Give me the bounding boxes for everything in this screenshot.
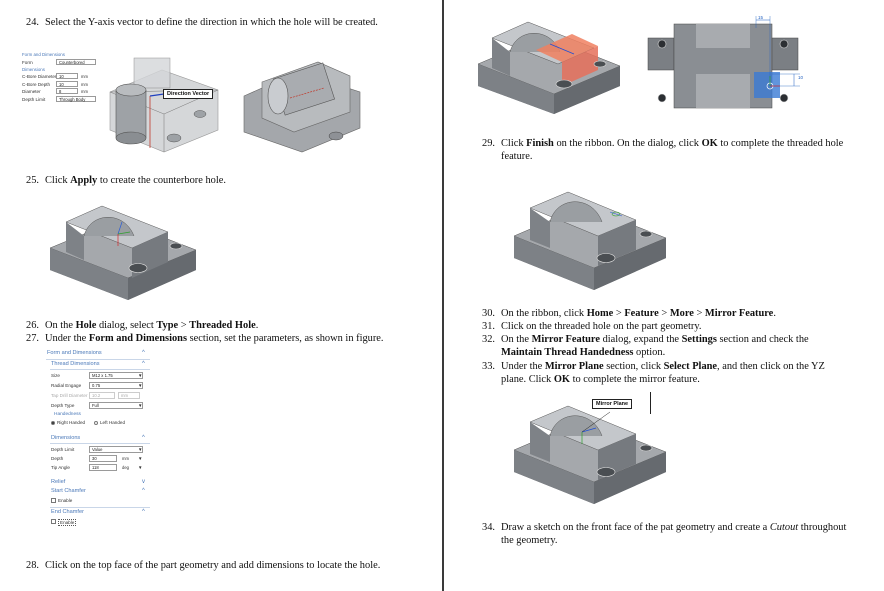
dimension-row-field[interactable]: 8 [56,88,78,94]
hole [128,263,148,273]
depth-limit-label: Depth Limit [51,447,75,452]
collapse-icon[interactable]: ^ [142,350,145,356]
start-chamfer-enable-checkbox[interactable] [51,498,56,503]
enable-label: Enable [58,498,73,503]
collapse-icon[interactable]: ^ [142,509,145,515]
part-body [49,205,197,300]
tip-angle-field[interactable]: 118 [89,464,117,471]
page-divider [442,0,444,591]
form-select[interactable]: Counterbored [56,59,96,65]
step-27: 27.Under the Form and Dimensions section… [26,333,384,344]
direction-vector-label: Direction Vector [163,89,214,99]
mirror-plane-label: Mirror Plane [592,399,633,409]
step-29: 29.Click Finish on the ribbon. On the di… [482,138,844,162]
depth-type-select[interactable]: Full [89,402,143,409]
figure-24a-direction-vector [109,57,219,153]
step-26: 26.On the Hole dialog, select Type > Thr… [26,320,259,331]
form-dimensions-panel-small: Form and Dimensions Form Counterbored Di… [20,52,98,110]
depth-field[interactable]: 30 [89,455,117,462]
dimension-value[interactable]: 10 [798,75,804,80]
depth-type-label: Depth Type [51,403,75,408]
step-31: 31.Click on the threaded hole on the par… [482,321,702,332]
dropdown-caret-icon[interactable]: ▼ [138,403,143,408]
radial-engage-select[interactable]: 0.75 [89,382,143,389]
dimension-row-field[interactable]: 10 [56,73,78,79]
dimension-row-label: Diameter [22,89,41,94]
y-axis-vector[interactable] [149,93,165,97]
figure-28-top-view-dimensions [647,16,800,109]
collapse-icon[interactable]: ^ [142,435,145,441]
radial-engage-label: Radial Engage [51,383,82,388]
size-label: Size [51,373,60,378]
cylinder-preview [267,62,335,116]
depth-label: Depth [51,456,64,461]
tip-angle-unit[interactable]: deg [122,465,129,470]
step-32: 32.On the Mirror Feature dialog, expand … [482,334,809,358]
selected-face[interactable] [536,34,598,62]
dimensions-head: Dimensions [22,67,45,72]
dropdown-caret-icon[interactable]: ▼ [138,465,143,470]
dimension-value[interactable]: 15 [758,15,764,20]
dimension-row-field[interactable]: Through Body [56,95,96,102]
depth-limit-select[interactable]: Value [89,446,143,453]
step-30: 30.On the ribbon, click Home > Feature >… [482,308,776,319]
dropdown-caret-icon[interactable]: ▼ [138,447,143,452]
right-handed-label: Right Handed [57,420,86,425]
right-handed-radio[interactable] [51,421,55,425]
tap-drill-unit[interactable]: mm [118,392,140,399]
step-28: 28.Click on the top face of the part geo… [26,560,381,571]
figure-25-counterbore-part [49,205,197,300]
dropdown-caret-icon[interactable]: ▼ [138,373,143,378]
relief-head[interactable]: Relief [51,479,66,485]
expand-icon[interactable]: v [142,479,145,485]
handedness-head: Handedness [54,412,81,417]
dimension-row-unit[interactable]: mm [81,74,88,79]
dimensions-head: Dimensions [51,435,81,441]
step-24: 24.Select the Y-axis vector to define th… [26,17,378,28]
thread-form-dimensions-panel: Form and Dimensions ^ Thread Dimensions … [46,349,150,529]
dimension-row-field[interactable]: 10 [56,80,78,87]
start-chamfer-head: Start Chamfer [51,488,86,494]
figure-33-mirror-plane [513,405,667,504]
step-34: 34.Draw a sketch on the front face of th… [482,522,847,546]
threaded-hole[interactable] [611,211,621,217]
left-handed-label: Left Handed [100,420,126,425]
thread-panel-title: Form and Dimensions [47,350,102,356]
step-25: 25.Click Apply to create the counterbore… [26,175,226,186]
dimension-row-label: C-Bore Diameter [22,74,57,79]
collapse-icon[interactable]: ^ [142,361,145,367]
tap-drill-label: Tap Drill Diameter [51,393,88,398]
dropdown-caret-icon[interactable]: ▼ [138,456,143,461]
tap-drill-field[interactable]: 10.2 [89,392,115,399]
dimension-row-label: Depth Limit [22,96,46,102]
size-select[interactable]: M12 x 1.75 [89,372,143,379]
counterbore-cylinder [115,83,147,145]
enable-label: Enable [58,519,77,526]
dimension-row-unit[interactable]: mm [81,89,88,94]
thread-dimensions-head: Thread Dimensions [51,361,100,367]
end-chamfer-head: End Chamfer [51,509,84,515]
step-33: 33.Under the Mirror Plane section, click… [482,361,825,385]
form-label: Form [22,60,33,65]
dimension-row-unit[interactable]: mm [81,81,88,87]
depth-unit[interactable]: mm [122,456,129,461]
dropdown-caret-icon[interactable]: ▼ [138,383,143,388]
collapse-icon[interactable]: ^ [142,488,145,494]
figure-28-part-with-sketch [477,21,621,114]
end-chamfer-enable-checkbox[interactable] [51,519,56,524]
right-page: 15 10 29.Click Finish on the ribbon. On … [444,0,884,591]
panel-title: Form and Dimensions [22,52,65,57]
left-page: 24.Select the Y-axis vector to define th… [20,17,384,571]
figure-24b-preview [243,61,361,153]
mirror-plane-leader [581,411,611,433]
left-handed-radio[interactable] [94,421,98,425]
dimension-row-label: C-Bore Depth [22,81,51,87]
figure-29-threaded-hole-part [513,191,667,290]
tip-angle-label: Tip Angle [51,465,70,470]
